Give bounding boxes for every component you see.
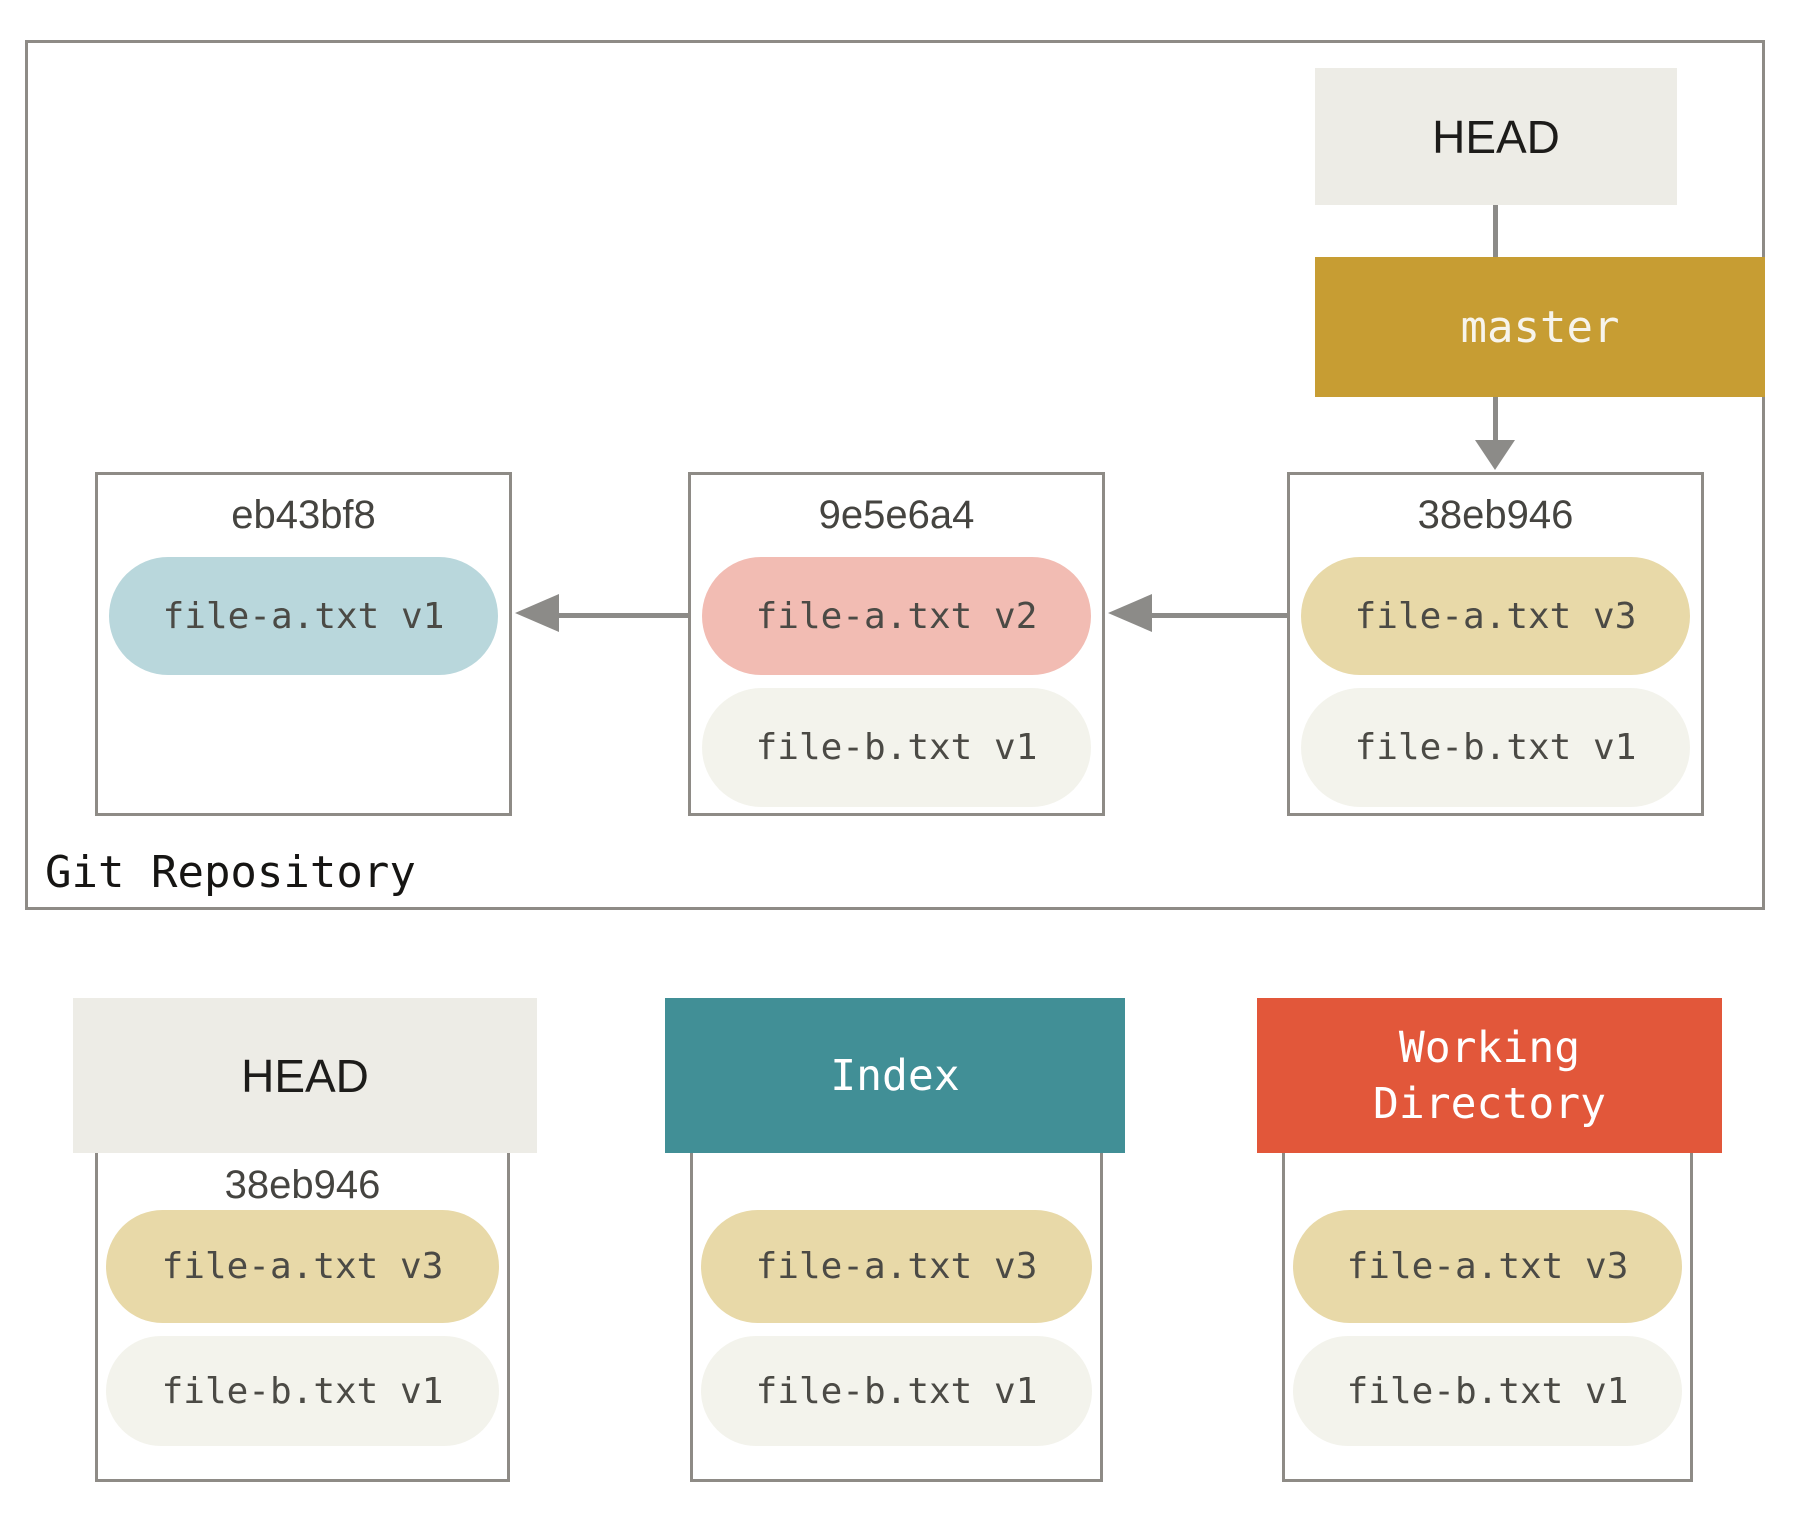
commit-hash: eb43bf8	[231, 493, 376, 537]
commit-box-1: eb43bf8 file-a.txt v1	[95, 472, 512, 816]
file-pill: file-a.txt v3	[701, 1210, 1092, 1323]
file-pill: file-b.txt v1	[106, 1336, 499, 1446]
arrow-left-icon	[1108, 594, 1152, 632]
branch-master-box: master	[1315, 257, 1765, 397]
file-pill-label: file-a.txt v3	[161, 1246, 444, 1287]
arrow-down-icon	[1475, 440, 1515, 470]
commit-hash: 9e5e6a4	[818, 493, 975, 537]
head-tree-title: HEAD	[241, 1049, 369, 1102]
index-tree-title: Index	[830, 1050, 960, 1101]
file-pill-label: file-b.txt v1	[161, 1370, 444, 1412]
head-to-master-connector	[1493, 205, 1498, 257]
file-pill: file-a.txt v3	[106, 1210, 499, 1323]
file-pill-label: file-b.txt v1	[1354, 727, 1637, 768]
file-pill: file-a.txt v2	[702, 557, 1091, 675]
commit3-to-commit2-connector	[1152, 613, 1287, 618]
file-pill-label: file-a.txt v3	[1346, 1246, 1629, 1287]
file-pill: file-a.txt v1	[109, 557, 498, 675]
master-to-commit-connector	[1493, 397, 1498, 442]
file-pill-label: file-a.txt v3	[1354, 595, 1637, 637]
head-tree-body: 38eb946 file-a.txt v3 file-b.txt v1	[95, 1150, 510, 1482]
head-tree-header: HEAD	[73, 998, 537, 1153]
file-pill-label: file-a.txt v2	[755, 595, 1038, 637]
working-directory-tree-header: Working Directory	[1257, 998, 1722, 1153]
commit-box-3: 38eb946 file-a.txt v3 file-b.txt v1	[1287, 472, 1704, 816]
head-ref-label: HEAD	[1432, 110, 1560, 163]
file-pill: file-b.txt v1	[1301, 688, 1690, 807]
file-pill: file-a.txt v3	[1301, 557, 1690, 675]
file-pill-label: file-b.txt v1	[755, 1370, 1038, 1412]
branch-master-label: master	[1460, 301, 1620, 353]
file-pill: file-a.txt v3	[1293, 1210, 1682, 1323]
file-pill: file-b.txt v1	[1293, 1336, 1682, 1446]
file-pill: file-b.txt v1	[702, 688, 1091, 807]
commit-box-2: 9e5e6a4 file-a.txt v2 file-b.txt v1	[688, 472, 1105, 816]
head-ref-box: HEAD	[1315, 68, 1677, 205]
file-pill-label: file-a.txt v3	[755, 1246, 1038, 1287]
arrow-left-icon	[515, 594, 559, 632]
commit-hash: 38eb946	[1417, 493, 1574, 537]
git-repository-label: Git Repository	[45, 847, 416, 898]
file-pill-label: file-b.txt v1	[1346, 1370, 1629, 1412]
index-tree-body: file-a.txt v3 file-b.txt v1	[690, 1150, 1103, 1482]
commit2-to-commit1-connector	[559, 613, 688, 618]
file-pill: file-b.txt v1	[701, 1336, 1092, 1446]
file-pill-label: file-a.txt v1	[162, 595, 445, 637]
file-pill-label: file-b.txt v1	[755, 727, 1038, 768]
index-tree-header: Index	[665, 998, 1125, 1153]
commit-hash: 38eb946	[224, 1163, 381, 1207]
working-directory-tree-body: file-a.txt v3 file-b.txt v1	[1282, 1150, 1693, 1482]
working-directory-tree-title: Working Directory	[1373, 1022, 1606, 1129]
